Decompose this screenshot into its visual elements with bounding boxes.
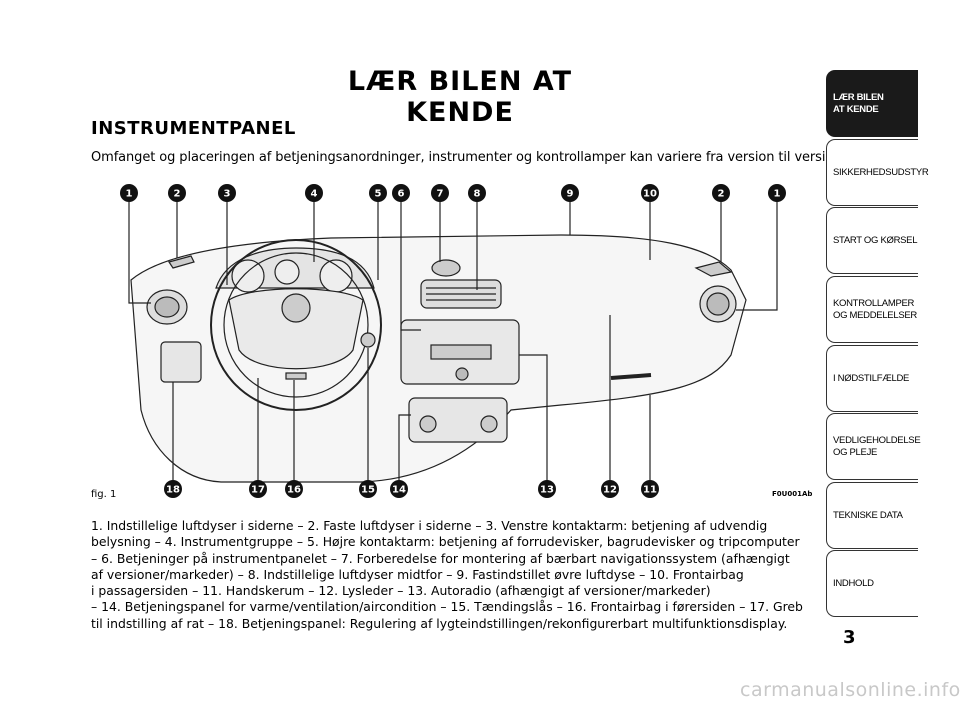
- section-title: INSTRUMENTPANEL: [91, 118, 296, 139]
- sidebar-tab[interactable]: TEKNISKE DATA: [826, 482, 918, 549]
- caption-line: af versioner/markeder) – 8. Indstillelig…: [91, 566, 744, 582]
- callout-marker: [768, 184, 786, 202]
- sidebar-tab[interactable]: VEDLIGEHOLDELSE OG PLEJE: [826, 413, 921, 480]
- watermark: carmanualsonline.info: [740, 679, 960, 701]
- callout-marker: [305, 184, 323, 202]
- callout-number: 2: [718, 189, 725, 200]
- caption-line: til indstilling af rat – 18. Betjeningsp…: [91, 615, 788, 631]
- callout-number: 6: [398, 189, 405, 200]
- glovebox: [610, 373, 652, 380]
- callout-marker: [168, 184, 186, 202]
- callout-marker: [641, 184, 659, 202]
- callout-number: 17: [251, 485, 265, 496]
- callout-marker: [359, 480, 377, 498]
- callout-marker: [249, 480, 267, 498]
- callout-number: 1: [126, 189, 133, 200]
- callout-number: 7: [437, 189, 444, 200]
- sidebar-tab[interactable]: LÆR BILEN AT KENDE: [826, 70, 918, 137]
- nav-mount: [431, 259, 461, 277]
- sidebar-tab[interactable]: I NØDSTILFÆLDE: [826, 345, 918, 412]
- climate-panel: [408, 397, 508, 443]
- sidebar-tab[interactable]: SIKKERHEDSUDSTYR: [826, 139, 929, 206]
- callout-number: 1: [774, 189, 781, 200]
- caption-line: belysning – 4. Instrumentgruppe – 5. Høj…: [91, 534, 800, 550]
- callout-marker: [120, 184, 138, 202]
- callout-marker: [369, 184, 387, 202]
- callout-number: 2: [174, 189, 181, 200]
- callout-number: 13: [540, 485, 554, 496]
- callout-number: 4: [311, 189, 318, 200]
- caption-line: – 6. Betjeninger på instrumentpanelet – …: [91, 550, 790, 566]
- callout-marker: [285, 480, 303, 498]
- figure-caption: 1. Indstillelige luftdyser i siderne – 2…: [91, 518, 811, 632]
- callout-number: 9: [567, 189, 574, 200]
- caption-line: 1. Indstillelige luftdyser i siderne – 2…: [91, 518, 768, 533]
- callout-marker: [431, 184, 449, 202]
- steering-wheel: [210, 239, 382, 411]
- callout-marker: [601, 480, 619, 498]
- callout-number: 8: [474, 189, 481, 200]
- callout-marker: [641, 480, 659, 498]
- callout-marker: [218, 184, 236, 202]
- page-number: 3: [843, 627, 856, 648]
- callout-marker: [538, 480, 556, 498]
- callout-number: 15: [361, 485, 375, 496]
- callout-marker: [561, 184, 579, 202]
- callout-number: 5: [375, 189, 382, 200]
- figure-code: F0U001Ab: [772, 490, 813, 498]
- callout-number: 11: [643, 485, 657, 496]
- caption-line: – 14. Betjeningspanel for varme/ventilat…: [91, 599, 803, 615]
- callout-number: 14: [392, 485, 406, 496]
- callout-marker: [712, 184, 730, 202]
- left-fixed-vent: [168, 255, 195, 269]
- callout-number: 16: [287, 485, 301, 496]
- callout-number: 3: [224, 189, 231, 200]
- caption-line: i passagersiden – 11. Handskerum – 12. L…: [91, 583, 711, 599]
- callout-marker: [392, 184, 410, 202]
- sidebar-tab[interactable]: INDHOLD: [826, 550, 918, 617]
- callout-marker: [468, 184, 486, 202]
- ignition-lock: [360, 332, 376, 348]
- page-heading: LÆR BILEN AT KENDE: [347, 66, 573, 128]
- callout-marker: [164, 480, 182, 498]
- callout-number: 18: [166, 485, 180, 496]
- sidebar-tab[interactable]: START OG KØRSEL: [826, 207, 918, 274]
- left-switch-panel: [160, 341, 202, 383]
- intro-text: Omfanget og placeringen af betjeningsano…: [91, 150, 846, 165]
- sidebar-tab[interactable]: KONTROLLAMPER OG MEDDELELSER: [826, 276, 918, 343]
- callout-number: 12: [603, 485, 617, 496]
- callout-marker: [390, 480, 408, 498]
- callout-number: 10: [643, 189, 657, 200]
- right-fixed-vent: [694, 261, 733, 277]
- figure-label: fig. 1: [91, 489, 117, 500]
